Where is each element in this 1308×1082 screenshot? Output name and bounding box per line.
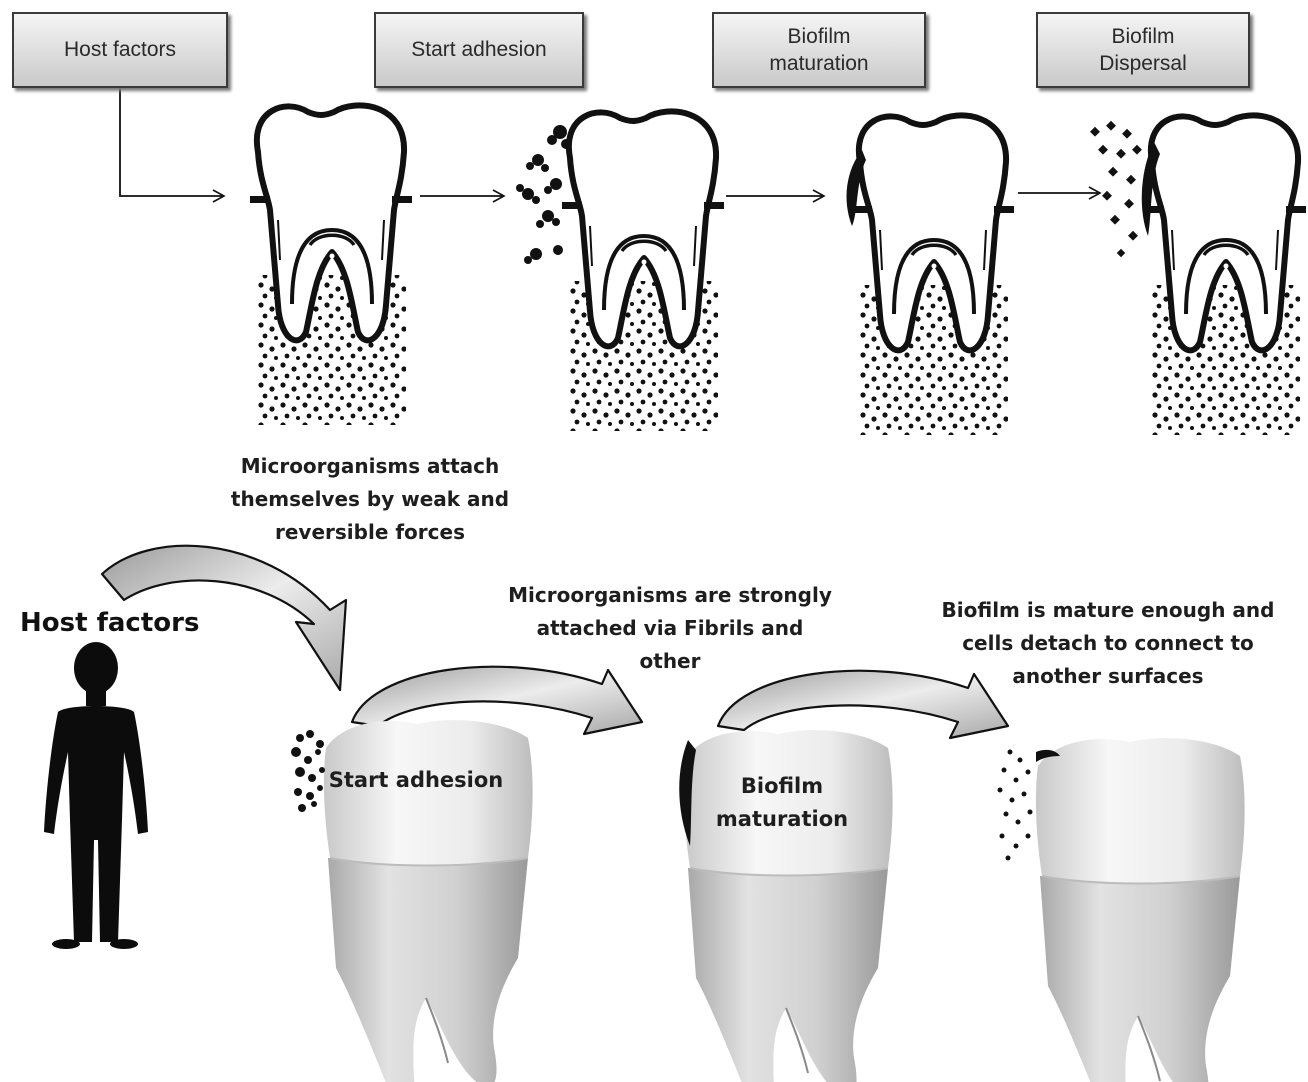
note-dispersal-line1: Biofilm is mature enough and	[918, 594, 1298, 627]
label-biofilm-maturation-line1: Biofilm	[700, 770, 864, 803]
molar-1-microbes	[291, 730, 325, 812]
box-biofilm-maturation: Biofilm maturation	[712, 12, 926, 88]
box-biofilm-dispersal-line2: Dispersal	[1099, 50, 1187, 77]
note-dispersal-line2: cells detach to connect to	[918, 627, 1298, 660]
note-fibrils-line2: attached via Fibrils and	[484, 612, 856, 645]
note-weak-forces-line1: Microorganisms attach	[200, 450, 540, 483]
person-silhouette-icon	[44, 642, 148, 949]
molar-3-icon	[1036, 738, 1245, 1082]
tooth-section-2-icon	[562, 111, 724, 431]
note-fibrils-line1: Microorganisms are strongly	[484, 579, 856, 612]
note-dispersal-line3: another surfaces	[918, 660, 1298, 693]
label-biofilm-maturation-line2: maturation	[700, 803, 864, 836]
tooth-section-4-icon	[1144, 115, 1306, 435]
tooth-section-3-icon	[852, 115, 1014, 435]
label-start-adhesion: Start adhesion	[326, 764, 506, 797]
box-biofilm-dispersal-line1: Biofilm	[1099, 23, 1187, 50]
box-start-adhesion: Start adhesion	[374, 12, 584, 88]
label-start-adhesion-text: Start adhesion	[326, 764, 506, 797]
note-fibrils-line3: other	[484, 645, 856, 678]
box-biofilm-maturation-line2: maturation	[769, 50, 868, 77]
box-biofilm-dispersal: Biofilm Dispersal	[1036, 12, 1250, 88]
microbe-clumps	[516, 125, 571, 264]
note-weak-forces-line2: themselves by weak and	[200, 483, 540, 516]
note-fibrils: Microorganisms are strongly attached via…	[484, 579, 856, 678]
box-start-adhesion-text: Start adhesion	[411, 36, 546, 63]
box-host-factors-text: Host factors	[64, 36, 176, 63]
host-to-tooth-arrow	[120, 88, 224, 196]
host-factors-title: Host factors	[20, 608, 199, 638]
box-host-factors: Host factors	[12, 12, 228, 88]
note-weak-forces: Microorganisms attach themselves by weak…	[200, 450, 540, 549]
label-biofilm-maturation: Biofilm maturation	[700, 770, 864, 836]
note-dispersal: Biofilm is mature enough and cells detac…	[918, 594, 1298, 693]
tooth-section-1-icon	[250, 105, 412, 425]
note-weak-forces-line3: reversible forces	[200, 516, 540, 549]
box-biofilm-maturation-line1: Biofilm	[769, 23, 868, 50]
